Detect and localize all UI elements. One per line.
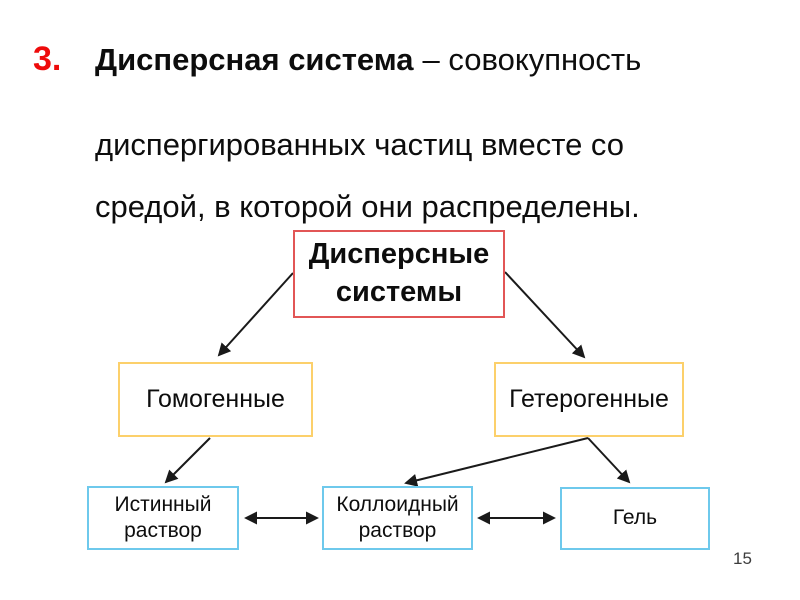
node-heterogeneous: Гетерогенные bbox=[494, 362, 684, 437]
node-label: Истинный раствор bbox=[114, 492, 212, 542]
node-label: Гель bbox=[612, 506, 658, 530]
node-label: Коллоидный раствор bbox=[336, 492, 459, 542]
edge-homogeneous-to-true-solution bbox=[164, 437, 211, 484]
node-label: Дисперсные системы bbox=[308, 238, 490, 308]
edge-root-to-homogeneous bbox=[217, 272, 294, 357]
node-gel: Гель bbox=[560, 487, 710, 550]
node-label: Гетерогенные bbox=[509, 384, 669, 413]
title-line-1: 3. Дисперсная система– совокупность bbox=[33, 40, 641, 79]
list-number: 3. bbox=[33, 40, 62, 78]
node-homogeneous: Гомогенные bbox=[118, 362, 313, 437]
title-line-3: средой, в которой они распределены. bbox=[95, 189, 640, 224]
title-definition-start: – совокупность bbox=[422, 42, 642, 77]
title-term: Дисперсная система bbox=[95, 42, 414, 77]
node-label: Гомогенные bbox=[146, 384, 285, 413]
node-dispersed-systems: Дисперсные системы bbox=[293, 230, 505, 318]
node-colloid-solution: Коллоидный раствор bbox=[322, 486, 473, 550]
edge-heterogeneous-to-colloid bbox=[404, 437, 589, 487]
edge-heterogeneous-to-gel bbox=[587, 437, 631, 484]
page-number: 15 bbox=[733, 549, 752, 568]
edge-root-to-heterogeneous bbox=[504, 271, 586, 359]
title-line-2: диспергированных частиц вместе со bbox=[95, 127, 625, 162]
node-true-solution: Истинный раствор bbox=[87, 486, 239, 550]
